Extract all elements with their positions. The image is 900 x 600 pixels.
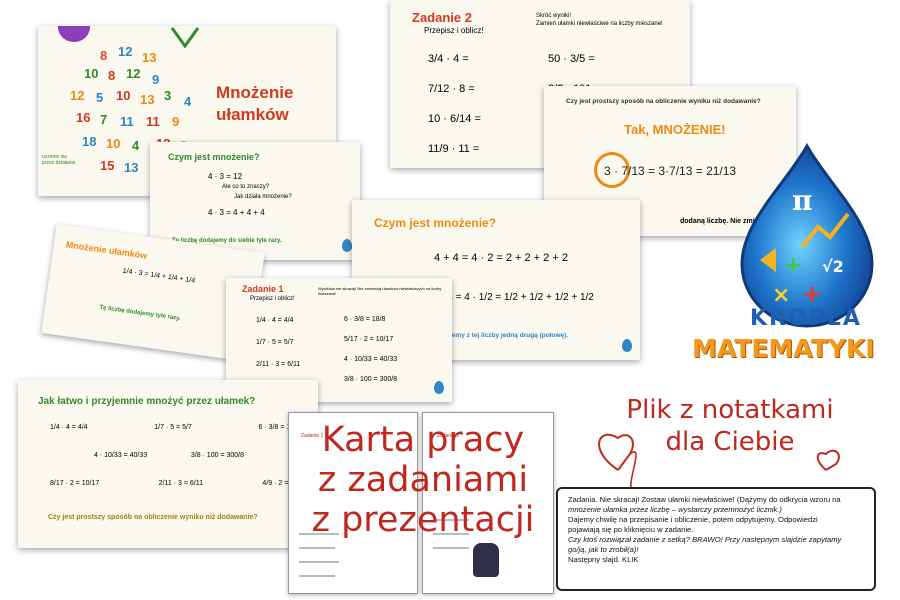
karta-pracy-label: Karta pracy z zadaniami z prezentacji [311, 420, 535, 540]
list-item: 8/17 · 2 = 10/17 [50, 480, 100, 487]
corner-caption: uczenie się przez działanie [42, 154, 76, 166]
mnozenie-small-note: Tę liczbę dodajemy tyle razy. [99, 304, 181, 323]
zadanie1-title: Zadanie 1 [242, 284, 284, 294]
list-item: 1/4 · 4 = 4/4 [50, 424, 88, 431]
latwo-row1: 1/4 · 4 = 4/4 1/7 · 5 = 5/7 6 · 3/8 = 18… [50, 424, 300, 431]
prostszy-footer: dodaną liczbę. Nie zmie [680, 218, 759, 225]
logo-word-matematyki: MATEMATYKI [692, 334, 875, 363]
zadanie1-instruction: Wynikiów nie skracaj! Nie zamieniaj ułam… [318, 286, 442, 296]
czym-large-line2: by 4 = 4 · 1/2 = 1/2 + 1/2 + 1/2 + 1/2 [434, 292, 594, 303]
czym-small-note: Tę liczbę dodajemy do siebie tyle razy. [172, 238, 282, 244]
czym-small-slide: Czym jest mnożenie? 4 · 3 = 12 Ale co to… [150, 142, 360, 260]
cat-mascot-icon [473, 543, 499, 577]
worksheet-title: Zadanie 1 [301, 433, 324, 439]
notes-line: pojawiają się po kliknięciu w zadanie. [568, 525, 694, 534]
worksheet-page-1: Zadanie 1 [288, 412, 418, 594]
list-item: 4 · 10/33 = 40/33 [94, 452, 148, 459]
fraction-cloud-decoration: 8 12 13 10 8 12 9 12 5 10 13 3 4 16 7 11… [70, 44, 192, 175]
drop-icon [622, 339, 632, 352]
svg-text:√2: √2 [822, 257, 844, 276]
czym-small-line1: 4 · 3 = 12 [208, 172, 243, 181]
czym-small-line3: Jak działa mnożenie? [234, 194, 292, 200]
list-item: 1/4 · 4 = 4/4 [256, 317, 294, 324]
title-slide-title: Mnożenie ułamków [216, 83, 294, 124]
mnozenie-small-title: Mnożenie ułamków [65, 239, 148, 261]
zadanie1-right-list: 6 · 3/8 = 18/8 5/17 · 2 = 10/17 4 · 10/3… [344, 310, 397, 390]
list-item: 5/17 · 2 = 10/17 [344, 336, 394, 343]
kropla-logo: π + √2 × + KROPLA MATEMATYKI [692, 142, 892, 378]
list-item: 2/11 · 3 = 6/11 [158, 480, 203, 487]
prostszy-answer: Tak, MNOŻENIE! [624, 122, 726, 137]
list-item: 6 · 3/8 = 18/8 [258, 424, 300, 431]
list-item: 10 · 6/14 = [428, 113, 481, 125]
zadanie1-left-list: 1/4 · 4 = 4/4 1/7 · 5 = 5/7 2/11 · 3 = 6… [256, 310, 300, 376]
list-item: 2/11 · 3 = 6/11 [256, 361, 301, 368]
zadanie2-title: Zadanie 2 [412, 10, 472, 25]
water-drop-logo-icon: π + √2 × + [740, 142, 874, 328]
svg-text:+: + [802, 280, 822, 308]
list-item: 11/9 · 11 = [428, 143, 480, 155]
drop-icon [434, 381, 444, 394]
list-item: 50 · 3/5 = [548, 53, 595, 65]
zadanie2-subtitle: Przepisz i oblicz! [424, 26, 484, 35]
czym-small-title: Czym jest mnożenie? [168, 152, 260, 162]
zadanie1-subtitle: Przepisz i oblicz! [250, 296, 295, 302]
list-item: 3/8 · 100 = 300/8 [344, 376, 398, 383]
logo-word-kropla: KROPLA [750, 306, 862, 331]
list-item: 3/8 · 100 = 300/8 [190, 452, 244, 459]
zadanie2-left-list: 3/4 · 4 = 7/12 · 8 = 10 · 6/14 = 11/9 · … [428, 44, 481, 164]
zadanie2-instruction: Skróć wyniki! Zamień ułamki niewłaściwe … [536, 13, 663, 27]
circle-mark-decoration [594, 152, 630, 188]
latwo-slide: Jak łatwo i przyjemnie mnożyć przez ułam… [18, 380, 318, 548]
plik-notatki-label: Plik z notatkami dla Ciebie [626, 395, 834, 457]
notes-box: Zadania. Nie skracaj! Zostaw ułamki niew… [556, 487, 876, 591]
czym-small-line4: 4 · 3 = 4 + 4 + 4 [208, 208, 265, 217]
notes-line: Dajemy chwilę na przepisanie i obliczeni… [568, 515, 818, 524]
latwo-row2: 4 · 10/33 = 40/33 3/8 · 100 = 300/8 [94, 452, 244, 459]
notes-line: mnożenie ułamka przez liczbę – wystarczy… [568, 505, 782, 514]
list-item: 1/7 · 5 = 5/7 [256, 339, 294, 346]
czym-large-title: Czym jest mnożenie? [374, 216, 497, 230]
list-item: 6 · 3/8 = 18/8 [344, 316, 386, 323]
list-item: 3/4 · 4 = [428, 53, 469, 65]
svg-text:π: π [792, 184, 813, 217]
list-item: 7/12 · 8 = [428, 83, 475, 95]
czym-large-line1: 4 + 4 = 4 · 2 = 2 + 2 + 2 + 2 [434, 252, 568, 264]
latwo-question: Czy jest prostszy sposób na obliczenie w… [48, 514, 258, 521]
worksheet-page-2: Zadanie 2 [422, 412, 554, 594]
worksheet-title: Zadanie 2 [437, 433, 460, 439]
prostszy-question: Czy jest prostszy sposób na obliczenie w… [566, 98, 761, 105]
notes-line: Następny slajd. KLIK [568, 555, 639, 564]
drop-icon [342, 239, 352, 252]
svg-text:+: + [784, 253, 802, 278]
notes-line: Zadania. Nie skracaj! Zostaw ułamki niew… [568, 495, 841, 504]
prostszy-equation: 3 · 7/13 = 3·7/13 = 21/13 [604, 164, 737, 178]
mnozenie-small-equation: 1/4 · 3 = 1/4 + 1/4 + 1/4 [122, 267, 196, 285]
list-item: 4/9 · 2 = 8/9 [262, 480, 300, 487]
svg-text:×: × [772, 283, 790, 308]
purple-circle-decoration [58, 26, 90, 42]
latwo-row3: 8/17 · 2 = 10/17 2/11 · 3 = 6/11 4/9 · 2… [50, 480, 300, 487]
list-item: 4 · 10/33 = 40/33 [344, 356, 398, 363]
latwo-title: Jak łatwo i przyjemnie mnożyć przez ułam… [38, 396, 256, 407]
list-item: 1/7 · 5 = 5/7 [154, 424, 192, 431]
notes-line: go/ją, jak to zrobił(a)! [568, 545, 639, 554]
green-triangle-decoration [170, 27, 200, 48]
czym-large-note: jemy z tej liczby jedną drugą (połowę). [450, 332, 569, 339]
notes-line: Czy ktoś rozwiązał zadanie z setką? BRAW… [568, 535, 842, 544]
czym-small-line2: Ale co to znaczy? [222, 184, 270, 190]
